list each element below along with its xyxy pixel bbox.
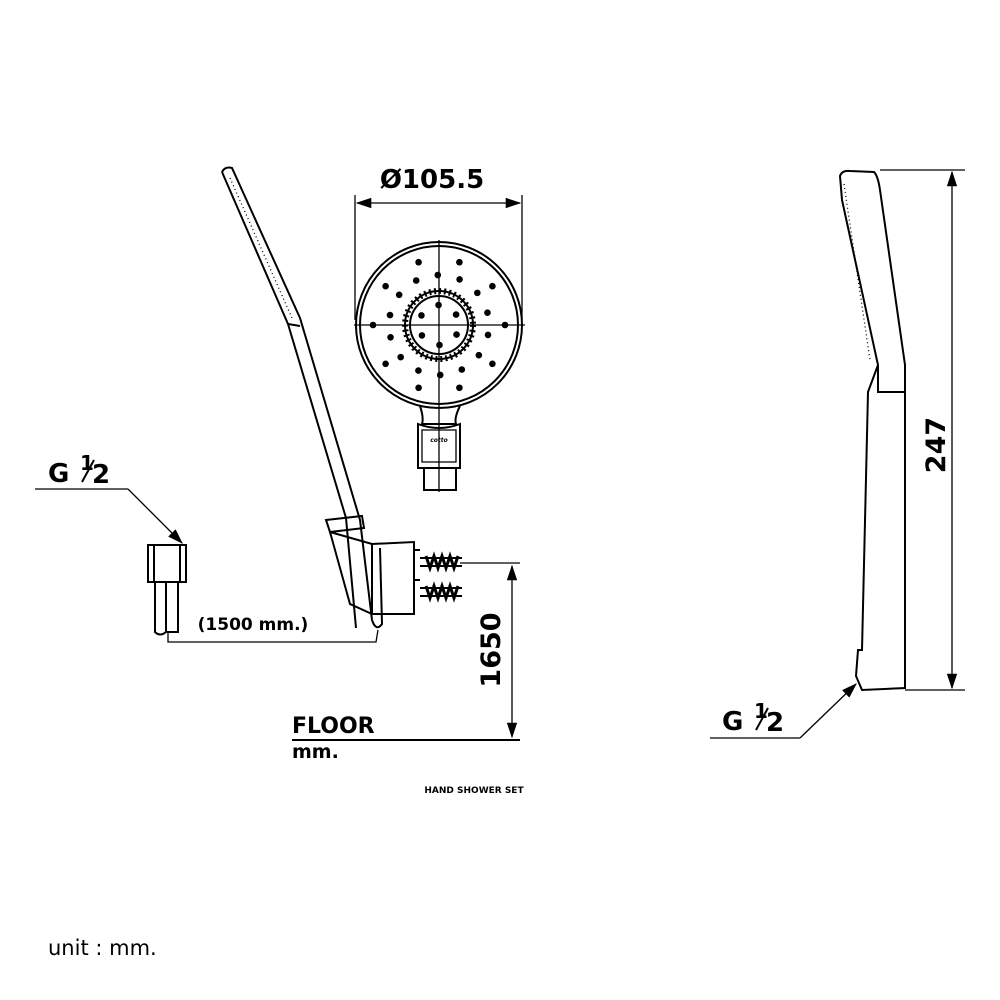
nozzle-dot	[387, 334, 394, 341]
nozzle-dot	[369, 321, 377, 329]
shower-head-front-view: Ø105.5 cotto	[354, 165, 525, 492]
nozzle-dot	[397, 353, 404, 361]
nozzle-dot	[458, 366, 466, 373]
unit-note: unit : mm.	[48, 936, 157, 960]
svg-text:G: G	[722, 707, 743, 737]
nozzle-dot	[418, 312, 425, 319]
nozzle-dot	[436, 341, 443, 349]
nozzle-dot	[386, 311, 394, 319]
inlet-thread-label-right: G 1 2	[722, 699, 784, 738]
floor-unit-label: mm.	[292, 741, 339, 763]
floor-label: FLOOR	[292, 714, 375, 739]
mount-height-label: 1650	[476, 612, 507, 687]
nozzle-dot	[474, 289, 481, 297]
nozzle-dot	[475, 351, 483, 359]
diameter-label: Ø105.5	[380, 165, 484, 195]
nozzle-dot	[456, 276, 463, 283]
nozzle-dot	[415, 384, 422, 392]
wall-screws	[420, 551, 462, 603]
nozzle-dot	[415, 258, 422, 266]
inlet-thread-label-left: G 1 2	[48, 451, 110, 490]
nozzle-dot	[395, 291, 403, 299]
svg-text:G: G	[48, 459, 69, 489]
nozzle-dot	[435, 301, 442, 309]
nozzle-dot	[434, 271, 442, 279]
nozzle-dot	[501, 321, 509, 329]
brand-logo: cotto	[430, 437, 448, 444]
hose-length-label: (1500 mm.)	[198, 615, 309, 635]
nozzle-dot	[452, 311, 460, 318]
nozzle-dot	[489, 360, 496, 368]
svg-text:2: 2	[92, 460, 110, 490]
nozzle-dot	[382, 282, 389, 290]
drawing-title: HAND SHOWER SET	[424, 786, 524, 796]
svg-text:1: 1	[80, 451, 94, 475]
nozzle-dot	[415, 367, 422, 374]
nozzle-dot	[484, 331, 492, 339]
svg-text:1: 1	[754, 699, 768, 723]
nozzle-dot	[489, 282, 496, 290]
nozzle-dot	[418, 332, 426, 339]
nozzle-dot	[412, 277, 420, 284]
nozzle-dot	[436, 371, 444, 379]
handset-length-label: 247	[921, 417, 952, 473]
nozzle-dot	[456, 258, 463, 266]
nozzle-dot	[382, 360, 389, 368]
handset-side-view: 247 G 1 2	[710, 169, 965, 739]
installation-view: 1650 FLOOR mm. (1500 mm.) G 1 2	[35, 166, 520, 763]
spray-nozzles	[369, 258, 509, 392]
nozzle-dot	[484, 309, 491, 316]
svg-text:2: 2	[766, 708, 784, 738]
nozzle-dot	[453, 331, 460, 338]
nozzle-dot	[456, 384, 463, 392]
